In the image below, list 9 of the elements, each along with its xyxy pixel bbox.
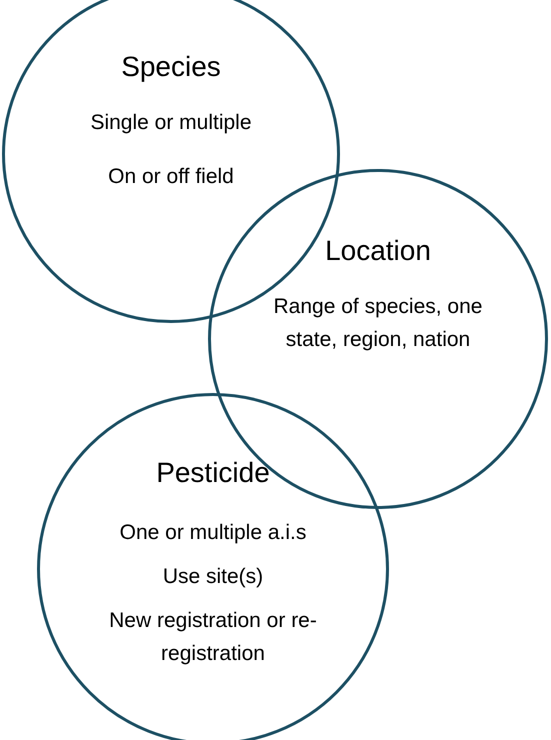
circle-text: Single or multiple — [89, 110, 253, 136]
circle-title: Species — [120, 50, 222, 84]
circle-text: Use site(s) — [162, 564, 264, 590]
circle-title: Location — [324, 234, 432, 268]
circle-text: New registration or re-registration — [108, 608, 318, 667]
circle-title: Pesticide — [155, 456, 271, 490]
circle-text: Range of species, one state, region, nation — [272, 294, 484, 353]
circle-text: One or multiple a.i.s — [118, 520, 308, 546]
circle-text: On or off field — [107, 164, 235, 190]
